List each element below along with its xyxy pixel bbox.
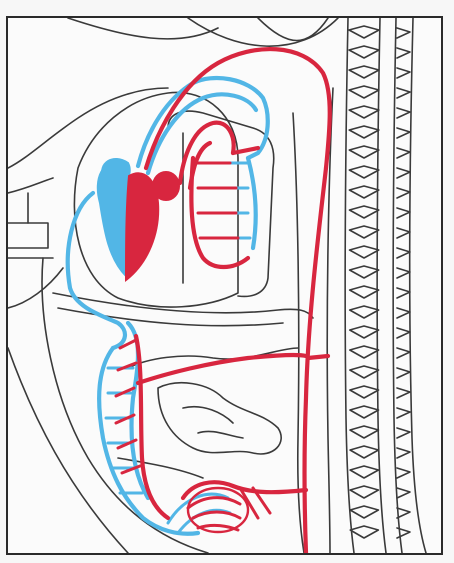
vertebra [349,146,379,158]
vertebra-spine [397,128,410,138]
vertebra [350,526,378,538]
vertebra-spine [397,388,410,398]
vertebra [349,86,379,98]
vertebra [350,326,379,338]
vertebra [350,486,378,498]
vertebra-spine [397,68,410,78]
vertebra-spine [397,448,410,458]
vertebra-spine [397,228,410,238]
vertebra [349,186,378,198]
vertebra-spine [397,168,410,178]
vertebra-spine [397,208,410,218]
vertebra-spine [397,108,410,118]
vertebra-spine [397,148,410,158]
vertebra-spine [397,468,410,478]
vertebra [350,366,379,378]
vertebra [350,466,378,478]
vertebra [350,446,378,458]
vertebra-spine [397,88,410,98]
vertebra [349,46,379,58]
diagram-frame [6,16,443,555]
vertebra [350,226,379,238]
vertebra-spine [397,268,410,278]
vertebra [349,106,379,118]
vertebra-spine [397,508,410,518]
vertebra-spine [397,328,410,338]
vertebra [350,346,379,358]
vertebra-spine [397,488,410,498]
vertebra [350,306,379,318]
vertebra [350,426,379,438]
vertebra [350,246,379,258]
vertebra-spine [397,368,410,378]
vertebra-spine [397,428,410,438]
vertebra [349,26,379,38]
vertebra [350,386,379,398]
circulation-diagram [8,18,441,553]
vertebra-spine [397,348,410,358]
vertebra-spine [397,408,410,418]
vertebra-spine [397,248,410,258]
vertebra [350,266,379,278]
vertebra [349,126,379,138]
atrium-red [153,172,179,200]
vertebra [350,506,378,518]
vertebra [349,66,379,78]
vertebra [350,406,379,418]
vertebra-spine [397,188,410,198]
vertebra [350,286,379,298]
vertebra-spine [397,288,410,298]
vertebra-spine [397,308,410,318]
vertebra-spine [397,48,410,58]
vertebra [349,206,378,218]
vertebra-spine [397,28,410,38]
vertebra [349,166,378,178]
